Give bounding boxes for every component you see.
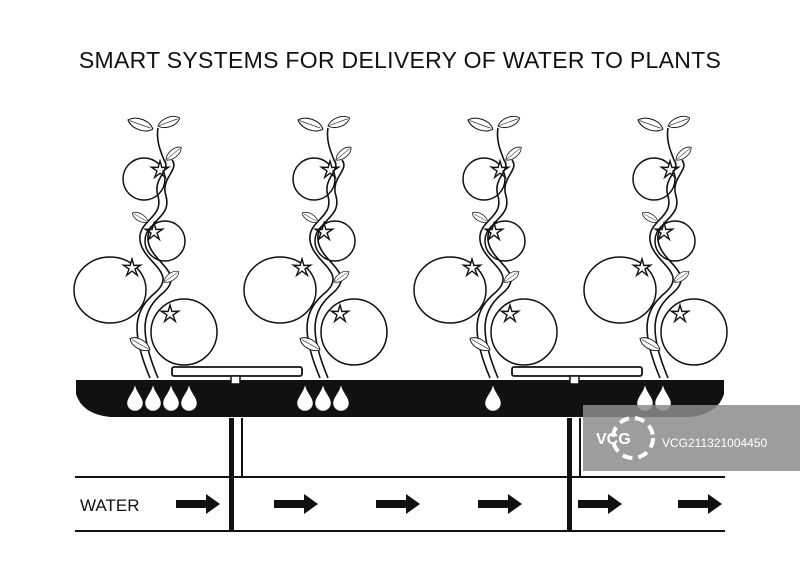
leaf xyxy=(671,268,692,286)
plant-stem xyxy=(484,159,515,379)
plant-stem xyxy=(646,127,677,379)
water-drop xyxy=(145,385,161,411)
tomato-fruit xyxy=(490,298,558,366)
watermark: VCG VCG211321004450 xyxy=(583,405,800,471)
leaf xyxy=(503,143,525,164)
feed-pipes xyxy=(229,418,581,531)
leaf xyxy=(673,143,695,164)
water-drop xyxy=(181,385,197,411)
tomato-plant xyxy=(73,113,218,379)
watermark-logo-icon xyxy=(611,416,655,460)
water-drop xyxy=(127,385,143,411)
tomato-plant xyxy=(413,113,558,379)
flow-arrow xyxy=(578,494,622,514)
water-drop xyxy=(485,385,501,411)
flow-arrow xyxy=(176,494,220,514)
plants xyxy=(73,113,728,379)
plant-stem xyxy=(314,159,345,379)
leaf xyxy=(495,113,522,131)
leaf xyxy=(325,113,352,131)
water-drops xyxy=(127,385,671,411)
leaf xyxy=(635,114,666,135)
leaf xyxy=(331,268,352,286)
water-trough xyxy=(76,380,724,417)
water-drop xyxy=(163,385,179,411)
diagram-title: SMART SYSTEMS FOR DELIVERY OF WATER TO P… xyxy=(79,47,721,73)
plant-stem xyxy=(144,159,175,379)
leaf xyxy=(161,268,182,286)
water-drop xyxy=(333,385,349,411)
leaf xyxy=(333,143,355,164)
leaf xyxy=(465,114,496,135)
watermark-brand: VCG xyxy=(596,431,631,448)
leaf xyxy=(295,114,326,135)
leaf xyxy=(125,114,156,135)
tomato-fruit xyxy=(150,298,218,366)
water-drop xyxy=(315,385,331,411)
water-label: WATER xyxy=(80,496,140,515)
plant-stem xyxy=(654,159,685,379)
flow-arrows xyxy=(176,494,722,514)
water-drop xyxy=(297,385,313,411)
flow-arrow xyxy=(478,494,522,514)
tomato-plant xyxy=(583,113,728,379)
leaf xyxy=(665,113,692,131)
plant-stem xyxy=(476,127,507,379)
flow-arrow xyxy=(678,494,722,514)
leaf xyxy=(163,143,185,164)
plant-stem xyxy=(306,127,337,379)
leaf xyxy=(501,268,522,286)
tomato-fruit xyxy=(660,298,728,366)
tomato-plant xyxy=(243,113,388,379)
plant-stem xyxy=(136,127,167,379)
watermark-code: VCG211321004450 xyxy=(662,436,768,450)
flow-arrow xyxy=(376,494,420,514)
flow-arrow xyxy=(274,494,318,514)
sensor-bars xyxy=(171,366,643,385)
water-pipe xyxy=(75,476,725,532)
leaf xyxy=(155,113,182,131)
tomato-fruit xyxy=(320,298,388,366)
